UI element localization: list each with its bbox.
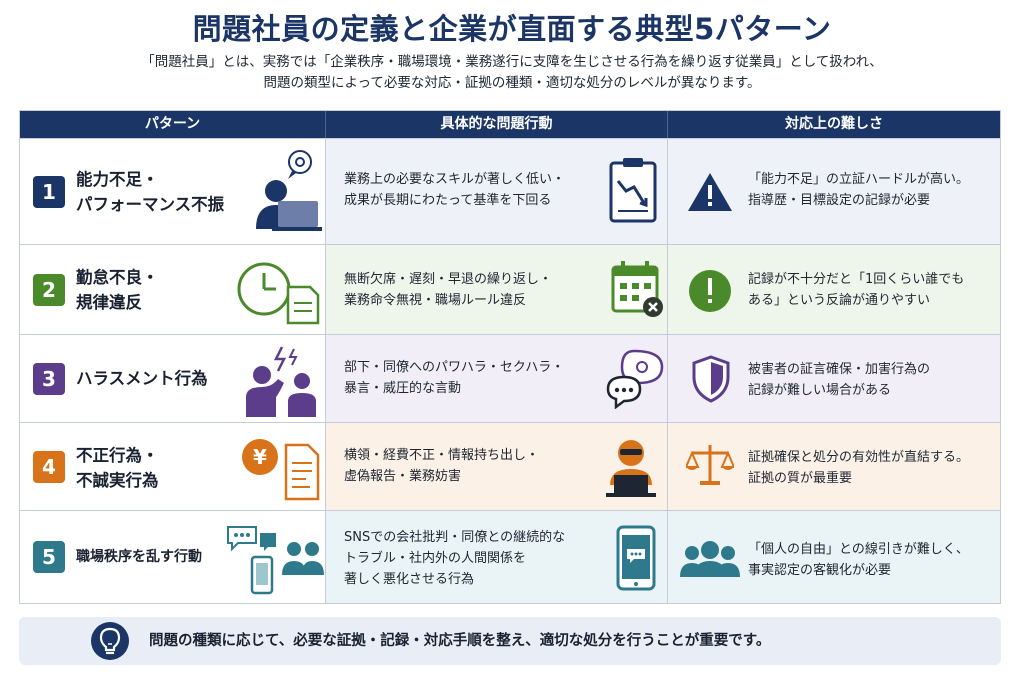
smartphone-chat-icon (616, 525, 656, 591)
pattern-number: 2 (33, 274, 65, 306)
pattern-name: ハラスメント行為 (76, 369, 208, 388)
worker-laptop-icon (256, 150, 322, 231)
difficulty-text: 証拠確保と処分の有効性が直結する。 証拠の質が最重要 (748, 450, 970, 486)
scales-icon (686, 445, 734, 485)
table-row: 5 職場秩序を乱す行動 SNSでの会社批判・同僚との継続的な ト (20, 510, 1000, 603)
footer-text: 問題の種類に応じて、必要な証拠・記録・対応手順を整え、適切な処分を行うことが重要… (149, 633, 771, 649)
difficulty-text: 「個人の自由」との線引きが難しく、 事実認定の客観化が必要 (748, 542, 969, 578)
pattern-number: 5 (33, 541, 65, 573)
hacker-laptop-icon (606, 440, 656, 497)
intro-line-2: 問題の類型によって必要な対応・証拠の種類・適切な処分のレベルが異なります。 (263, 75, 761, 91)
pattern-name: 能力不足・ パフォーマンス不振 (76, 170, 225, 214)
speech-bubbles-icon (606, 349, 664, 409)
harassment-people-icon (246, 346, 316, 417)
pattern-name: 不正行為・ 不誠実行為 (76, 446, 159, 490)
table-row: 2 勤怠不良・ 規律違反 無断欠席・遅刻・早退の繰り返し・ 業務命令無視・職場ル… (20, 244, 1000, 334)
header-difficulty: 対応上の難しさ (667, 111, 1000, 138)
pattern-name: 勤怠不良・ 規律違反 (76, 268, 159, 312)
difficulty-text: 「能力不足」の立証ハードルが高い。 指導歴・目標設定の記録が必要 (748, 172, 970, 208)
group-people-icon (680, 541, 740, 577)
pattern-number: 1 (33, 176, 65, 208)
pattern-table: パターン 具体的な問題行動 対応上の難しさ 1 能力不足・ パフォーマンス不振 (19, 110, 1001, 604)
behavior-text: 横領・経費不正・情報持ち出し・ 虚偽報告・業務妨害 (344, 448, 540, 484)
behavior-text: 無断欠席・遅刻・早退の繰り返し・ 業務命令無視・職場ルール違反 (344, 272, 553, 308)
shield-icon (692, 355, 730, 403)
pattern-number: 4 (33, 451, 65, 483)
pattern-number: 3 (33, 363, 65, 395)
difficulty-text: 記録が不十分だと「1回くらい誰でも ある」という反論が通りやすい (748, 272, 965, 308)
warning-triangle-icon (688, 173, 732, 211)
yen-document-icon: ¥ (242, 439, 320, 501)
intro-text: 「問題社員」とは、実務では「企業秩序・職場環境・業務遂行に支障を生じさせる行為を… (0, 52, 1024, 94)
page-title: 問題社員の定義と企業が直面する典型5パターン (192, 12, 832, 46)
svg-text:¥: ¥ (253, 445, 267, 469)
header-pattern: パターン (144, 116, 201, 132)
footer-banner: 問題の種類に応じて、必要な証拠・記録・対応手順を整え、適切な処分を行うことが重要… (19, 617, 1001, 665)
difficulty-text: 被害者の証言確保・加害行為の 記録が難しい場合がある (748, 362, 931, 398)
clock-icon (237, 262, 320, 325)
table-row: 1 能力不足・ パフォーマンス不振 業務上の必要なスキルが著しく低い・ 成果が長… (20, 138, 1000, 244)
header-behavior: 具体的な問題行動 (325, 111, 667, 138)
calendar-cross-icon (611, 261, 663, 317)
intro-line-1: 「問題社員」とは、実務では「企業秩序・職場環境・業務遂行に支障を生じさせる行為を… (141, 54, 883, 70)
table-row: 3 ハラスメント行為 部下・同僚へのパワハラ・セクハラ・ 暴言・威圧的な言動 (20, 334, 1000, 422)
behavior-text: 業務上の必要なスキルが著しく低い・ 成果が長期にわたって基準を下回る (344, 172, 566, 208)
lightbulb-icon (91, 622, 129, 660)
table-row: 4 不正行為・ 不誠実行為 ¥ 横領・経費不正・情報持ち出し・ 虚偽報告・業務妨… (20, 422, 1000, 510)
declining-chart-clipboard-icon (609, 158, 657, 223)
pattern-name: 職場秩序を乱す行動 (76, 549, 202, 565)
table-header: パターン 具体的な問題行動 対応上の難しさ (20, 111, 1000, 138)
exclamation-circle-icon (689, 270, 731, 312)
chat-phone-people-icon (227, 526, 324, 595)
behavior-text: SNSでの会社批判・同僚との継続的な トラブル・社内外の人間関係を 著しく悪化さ… (344, 530, 566, 587)
behavior-text: 部下・同僚へのパワハラ・セクハラ・ 暴言・威圧的な言動 (344, 360, 565, 396)
